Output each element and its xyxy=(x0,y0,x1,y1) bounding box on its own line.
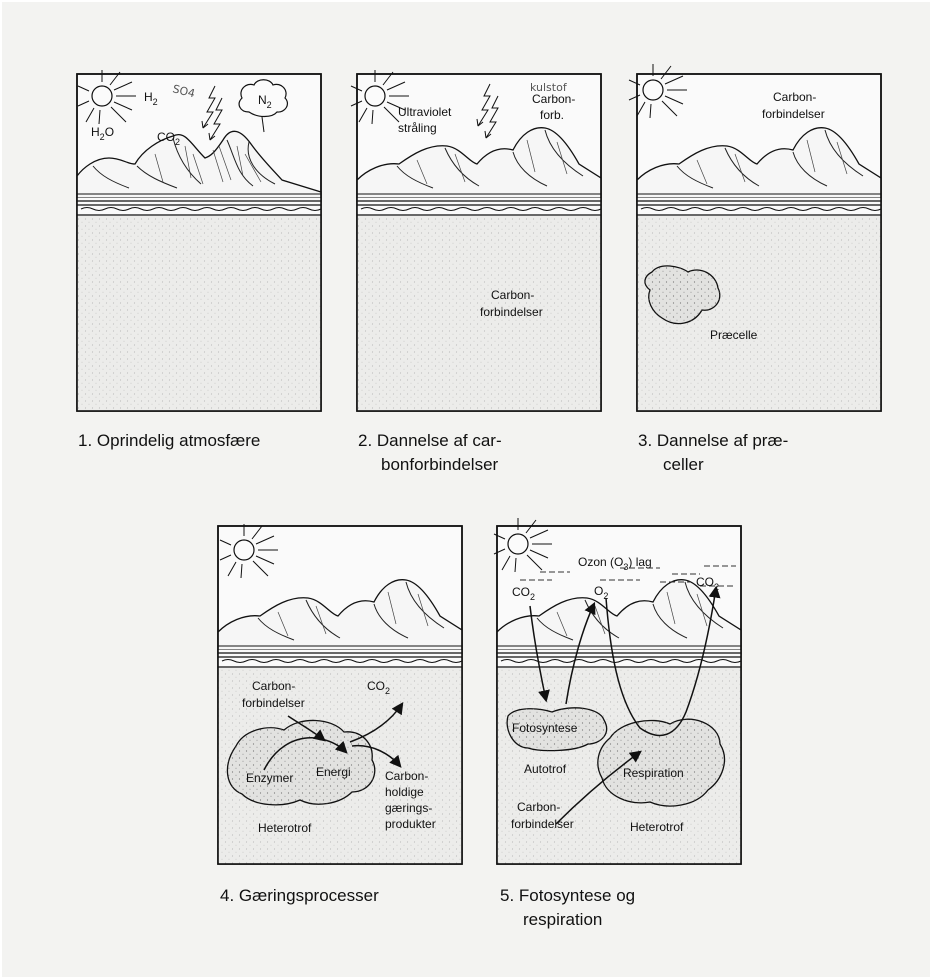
co2-to-photosynthesis-arrow xyxy=(529,605,550,703)
photosynthesis-label: Fotosyntese xyxy=(512,721,578,735)
co2-label: CO2 xyxy=(367,679,390,696)
products-output-arrow xyxy=(351,744,402,768)
caption-5-line-1: 5. Fotosyntese og xyxy=(500,886,635,905)
autotroph-label: Autotrof xyxy=(524,762,567,776)
carbon-label-line-1: Carbon- xyxy=(517,800,560,814)
caption-3-line-1: 3. Dannelse af præ- xyxy=(638,431,788,450)
caption-1: 1. Oprindelig atmosfære xyxy=(78,431,260,450)
ozone-label: Ozon (O3) lag xyxy=(578,555,652,572)
products-label-line-1: Carbon- xyxy=(385,769,428,783)
co2-left-label: CO2 xyxy=(512,585,535,602)
carbon-label-line-1: Carbon- xyxy=(532,92,575,106)
panel-3-precells: Carbon- forbindelser Præcelle xyxy=(628,63,882,412)
panel-4-fermentation: Carbon- forbindelser CO2 Enzymer Energi … xyxy=(217,523,463,865)
o2-label: O2 xyxy=(594,584,608,601)
panel-2-water-surface xyxy=(356,197,602,217)
panel-5-photosynthesis-respiration: Ozon (O3) lag CO2 O2 CO2 Fotosyntese Aut… xyxy=(493,517,742,865)
caption-2-line-2: bonforbindelser xyxy=(381,455,499,474)
carbon-to-respiration-arrow xyxy=(555,750,642,825)
panel-1-water-surface xyxy=(76,197,322,217)
heterotroph-label: Heterotrof xyxy=(630,820,684,834)
h2o-label: H2O xyxy=(91,125,114,142)
caption-3-line-2: celler xyxy=(663,455,704,474)
sky-carbon-label-line-1: Carbon- xyxy=(773,90,816,104)
enzyme-energy-arrow xyxy=(263,737,348,771)
volcanic-cloud-icon xyxy=(238,79,289,118)
uv-label-line-2: stråling xyxy=(398,121,437,135)
products-label-line-2: holdige xyxy=(385,785,424,799)
o2-release-arrow xyxy=(565,601,596,705)
panel-5-water-surface xyxy=(496,649,742,669)
products-label-line-4: produkter xyxy=(385,817,436,831)
respiration-co2-cycle-arrow xyxy=(605,585,721,737)
h2-label: H2 xyxy=(144,90,158,107)
uv-label-line-1: Ultraviolet xyxy=(398,105,452,119)
n2-label: N2 xyxy=(258,93,272,110)
handwritten-note: kulstof xyxy=(530,81,568,94)
co2-right-label: CO2 xyxy=(696,575,719,592)
panel-2-carbon-compounds: Ultraviolet stråling Carbon- forb. kulst… xyxy=(350,69,602,412)
carbon-label-line-2: forbindelser xyxy=(242,696,305,710)
caption-5-line-2: respiration xyxy=(523,910,602,929)
carbon-label-line-2: forb. xyxy=(540,108,564,122)
heterotroph-label: Heterotrof xyxy=(258,821,312,835)
ozone-layer xyxy=(520,565,736,587)
sky-carbon-label-line-2: forbindelser xyxy=(762,107,825,121)
precell-label: Præcelle xyxy=(710,328,758,342)
caption-2-line-1: 2. Dannelse af car- xyxy=(358,431,502,450)
panel-4-water-surface xyxy=(217,649,463,669)
carbon-label-line-2: forbindelser xyxy=(511,817,574,831)
co2-output-arrow xyxy=(349,702,404,743)
enzymes-label: Enzymer xyxy=(246,771,293,785)
carbon-input-arrow xyxy=(287,715,326,742)
caption-4: 4. Gæringsprocesser xyxy=(220,886,379,905)
panel-3-water-surface xyxy=(636,197,882,217)
respiration-label: Respiration xyxy=(623,766,684,780)
products-label-line-3: gærings- xyxy=(385,801,432,815)
sea-carbon-label-line-1: Carbon- xyxy=(491,288,534,302)
energy-label: Energi xyxy=(316,765,351,779)
sea-carbon-label-line-2: forbindelser xyxy=(480,305,543,319)
panel-1-primordial-atmosphere: H2 H2O CO2 N2 SO4 xyxy=(76,69,322,412)
co2-label: CO2 xyxy=(157,130,180,147)
carbon-label-line-1: Carbon- xyxy=(252,679,295,693)
handwritten-note: SO4 xyxy=(171,82,196,100)
